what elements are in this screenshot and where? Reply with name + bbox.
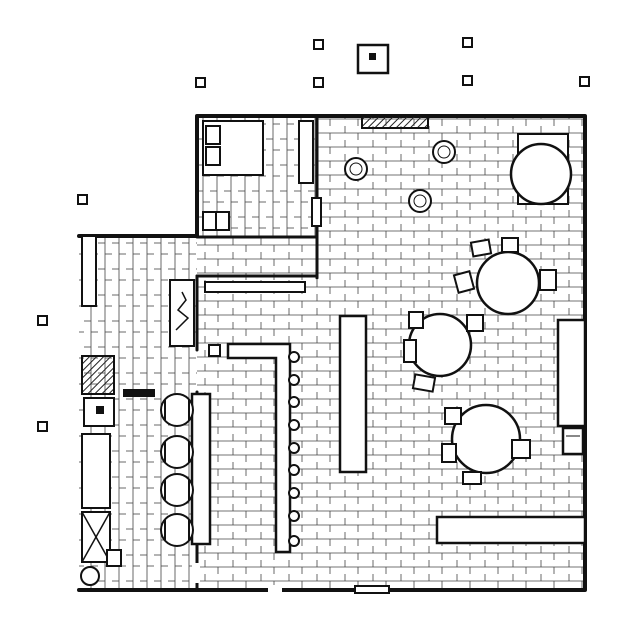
bar-stool — [288, 535, 300, 547]
box-small — [106, 549, 122, 567]
barrels — [160, 393, 194, 547]
round-table — [450, 403, 522, 475]
post — [37, 315, 48, 326]
bar-stool — [288, 351, 300, 363]
wardrobe — [298, 120, 314, 184]
chair — [539, 269, 557, 291]
barrel-small — [80, 566, 100, 586]
long-table — [338, 314, 368, 474]
front-door — [354, 585, 390, 594]
chair — [444, 407, 462, 425]
barrel — [160, 473, 194, 507]
shelf — [556, 318, 587, 428]
post — [195, 77, 206, 88]
post-small — [208, 344, 221, 357]
post — [462, 75, 473, 86]
chair — [466, 314, 484, 332]
post — [77, 194, 88, 205]
kitchen — [80, 235, 155, 586]
openings — [311, 115, 429, 594]
counter-north — [81, 235, 97, 307]
bar-stool — [288, 396, 300, 408]
worktable — [81, 433, 111, 509]
sink-drain — [96, 406, 104, 414]
bar-counter — [190, 342, 292, 554]
chair — [501, 237, 519, 253]
trap-door — [123, 389, 155, 397]
chair — [411, 373, 437, 393]
round-table — [475, 250, 541, 316]
post — [462, 37, 473, 48]
bar-stool — [288, 510, 300, 522]
chair — [452, 270, 476, 294]
barrel — [160, 393, 194, 427]
barrel — [160, 435, 194, 469]
round-tables — [407, 133, 573, 475]
bedroom — [202, 120, 314, 231]
round-table — [509, 142, 573, 206]
round-stool — [344, 157, 368, 181]
post — [313, 39, 324, 50]
bed-pillow — [205, 146, 221, 166]
bar-shelf — [190, 392, 212, 546]
chairs — [403, 237, 557, 485]
chair — [408, 311, 424, 329]
corridor — [169, 279, 306, 357]
chair — [469, 238, 493, 258]
outdoor-posts — [37, 37, 590, 432]
post — [579, 76, 590, 87]
bar-stool — [288, 442, 300, 454]
stools-north — [344, 140, 456, 213]
chair — [462, 471, 482, 485]
post — [313, 77, 324, 88]
rail — [204, 281, 306, 293]
shelf-box — [561, 426, 585, 456]
bed-pillow — [205, 125, 221, 145]
bar-stool — [288, 374, 300, 386]
bench-south — [435, 515, 587, 545]
chair — [511, 439, 531, 459]
round-stool — [432, 140, 456, 164]
chair — [441, 443, 457, 463]
barrel — [160, 513, 194, 547]
stove-hatched — [81, 355, 115, 395]
wall-gaps — [192, 563, 282, 592]
bar-stool — [288, 487, 300, 499]
bar-stool — [288, 419, 300, 431]
side-door — [311, 197, 322, 227]
bar-stool — [288, 464, 300, 476]
bar-stools — [288, 351, 300, 547]
well-center — [369, 53, 376, 60]
round-stool — [408, 189, 432, 213]
fireplace-north — [361, 115, 429, 129]
east-counter — [435, 318, 587, 545]
post — [37, 421, 48, 432]
chair — [403, 339, 417, 363]
